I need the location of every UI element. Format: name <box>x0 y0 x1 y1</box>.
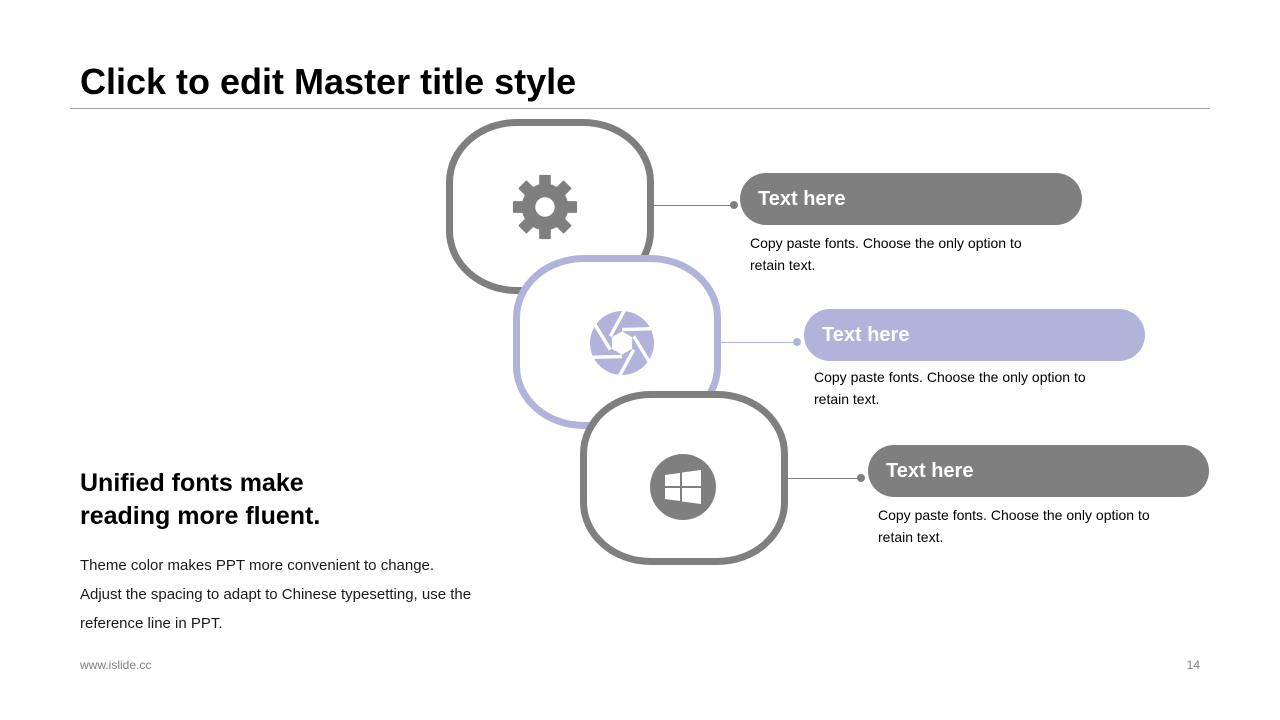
connector-line-2 <box>721 342 798 343</box>
item-3-label: Text here <box>868 445 1209 497</box>
connector-dot-1 <box>730 201 738 209</box>
connector-dot-2 <box>793 338 801 346</box>
subheading-line-1: Unified fonts make <box>80 469 304 497</box>
connector-dot-3 <box>857 474 865 482</box>
item-1-label: Text here <box>740 173 1082 225</box>
item-2-desc-line-2: retain text. <box>814 391 880 407</box>
item-1-desc-line-2: retain text. <box>750 257 816 273</box>
footer-website[interactable]: www.islide.cc <box>80 658 152 672</box>
body-line-1: Theme color makes PPT more convenient to… <box>80 557 435 574</box>
body-line-3: reference line in PPT. <box>80 615 223 632</box>
page-number: 14 <box>1186 658 1200 672</box>
aperture-icon <box>589 310 655 376</box>
subheading: Unified fonts make reading more fluent. <box>80 467 440 533</box>
windows-logo-icon <box>650 454 716 520</box>
icon-frame-3[interactable] <box>580 391 788 565</box>
item-3-description: Copy paste fonts. Choose the only option… <box>878 504 1208 548</box>
slide-title: Click to edit Master title style <box>80 61 577 102</box>
body-paragraph: Theme color makes PPT more convenient to… <box>80 551 471 638</box>
connector-line-1 <box>654 205 734 206</box>
item-2-desc-line-1: Copy paste fonts. Choose the only option… <box>814 369 1086 385</box>
item-1-description: Copy paste fonts. Choose the only option… <box>750 232 1080 276</box>
item-3-desc-line-1: Copy paste fonts. Choose the only option… <box>878 507 1150 523</box>
title-divider <box>70 108 1210 109</box>
item-2-description: Copy paste fonts. Choose the only option… <box>814 366 1144 410</box>
item-1-desc-line-1: Copy paste fonts. Choose the only option… <box>750 235 1022 251</box>
item-3-desc-line-2: retain text. <box>878 529 944 545</box>
item-2-label: Text here <box>804 309 1145 361</box>
subheading-line-2: reading more fluent. <box>80 502 321 530</box>
connector-line-3 <box>788 478 862 479</box>
body-line-2: Adjust the spacing to adapt to Chinese t… <box>80 586 472 603</box>
gear-icon <box>512 174 578 240</box>
